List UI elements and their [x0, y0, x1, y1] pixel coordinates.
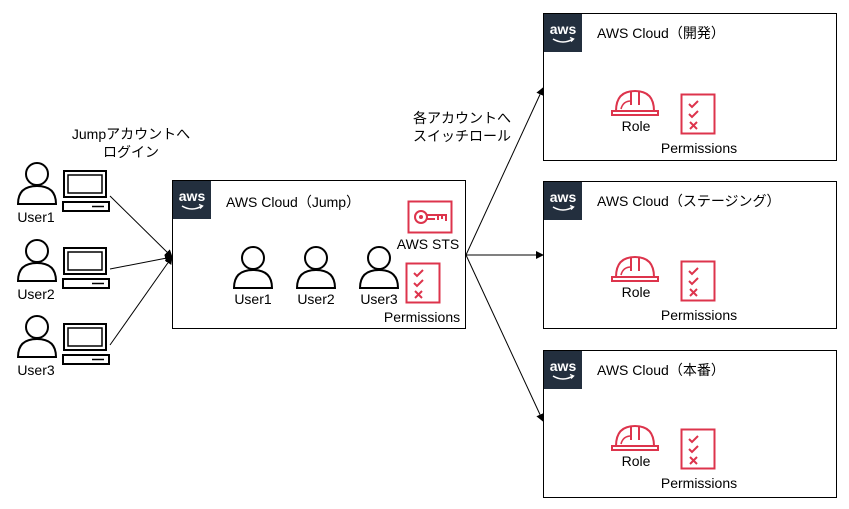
left-user-label: User1	[17, 209, 55, 225]
permissions-label: Permissions	[660, 307, 738, 323]
aws-logo-icon: aws	[544, 14, 582, 52]
role-label: Role	[621, 453, 651, 469]
helmet-icon	[611, 255, 659, 282]
permissions-icon	[680, 428, 716, 470]
user-icon	[295, 246, 337, 289]
svg-text:aws: aws	[550, 189, 577, 205]
user-icon	[16, 239, 58, 282]
login-note-line2: ログイン	[102, 144, 159, 160]
login-arrow-user2	[109, 254, 173, 270]
helmet-icon	[611, 89, 659, 116]
jump-user-label: User1	[234, 291, 272, 307]
target-account-box-dev: aws AWS Cloud（開発）	[543, 13, 837, 161]
aws-logo-icon: aws	[173, 181, 211, 219]
role-label: Role	[621, 284, 651, 300]
permissions-label: Permissions	[660, 475, 738, 491]
laptop-icon	[62, 323, 110, 365]
left-user-label: User2	[17, 286, 55, 302]
permissions-icon	[680, 93, 716, 135]
login-note: Jumpアカウントへ ログイン	[72, 125, 190, 161]
jump-user-label: User2	[297, 291, 335, 307]
permissions-label: Permissions	[660, 140, 738, 156]
user-icon	[358, 246, 400, 289]
aws-logo-icon: aws	[544, 182, 582, 220]
permissions-icon	[680, 260, 716, 302]
role-label: Role	[621, 118, 651, 134]
login-arrow-user1	[109, 195, 173, 258]
laptop-icon	[62, 247, 110, 289]
jump-title: AWS Cloud（Jump）	[226, 194, 361, 210]
helmet-icon	[611, 424, 659, 451]
switch-note-line2: スイッチロール	[413, 128, 511, 144]
aws-logo-icon: aws	[544, 351, 582, 389]
jump-permissions-label: Permissions	[383, 309, 461, 325]
jump-user-label: User3	[360, 291, 398, 307]
svg-text:aws: aws	[550, 21, 577, 37]
laptop-icon	[62, 170, 110, 212]
login-arrow-user3	[109, 256, 173, 346]
switch-arrow-dev	[465, 87, 544, 256]
user-icon	[232, 246, 274, 289]
key-icon	[407, 200, 453, 234]
target-title: AWS Cloud（ステージング）	[597, 193, 781, 209]
switch-note: 各アカウントへ スイッチロール	[413, 109, 511, 145]
target-title: AWS Cloud（開発）	[597, 25, 725, 41]
svg-text:aws: aws	[179, 188, 206, 204]
left-user-label: User3	[17, 362, 55, 378]
permissions-icon	[405, 262, 441, 304]
jump-account-box: aws AWS Cloud（Jump）	[172, 180, 466, 329]
switch-note-line1: 各アカウントへ	[413, 110, 511, 126]
target-account-box-staging: aws AWS Cloud（ステージング）	[543, 181, 837, 329]
sts-label: AWS STS	[396, 236, 460, 252]
target-title: AWS Cloud（本番）	[597, 362, 725, 378]
user-icon	[16, 162, 58, 205]
user-icon	[16, 315, 58, 358]
svg-text:aws: aws	[550, 358, 577, 374]
login-note-line1: Jumpアカウントへ	[71, 126, 191, 142]
target-account-box-prod: aws AWS Cloud（本番）	[543, 350, 837, 498]
switch-arrow-prod	[465, 254, 544, 422]
